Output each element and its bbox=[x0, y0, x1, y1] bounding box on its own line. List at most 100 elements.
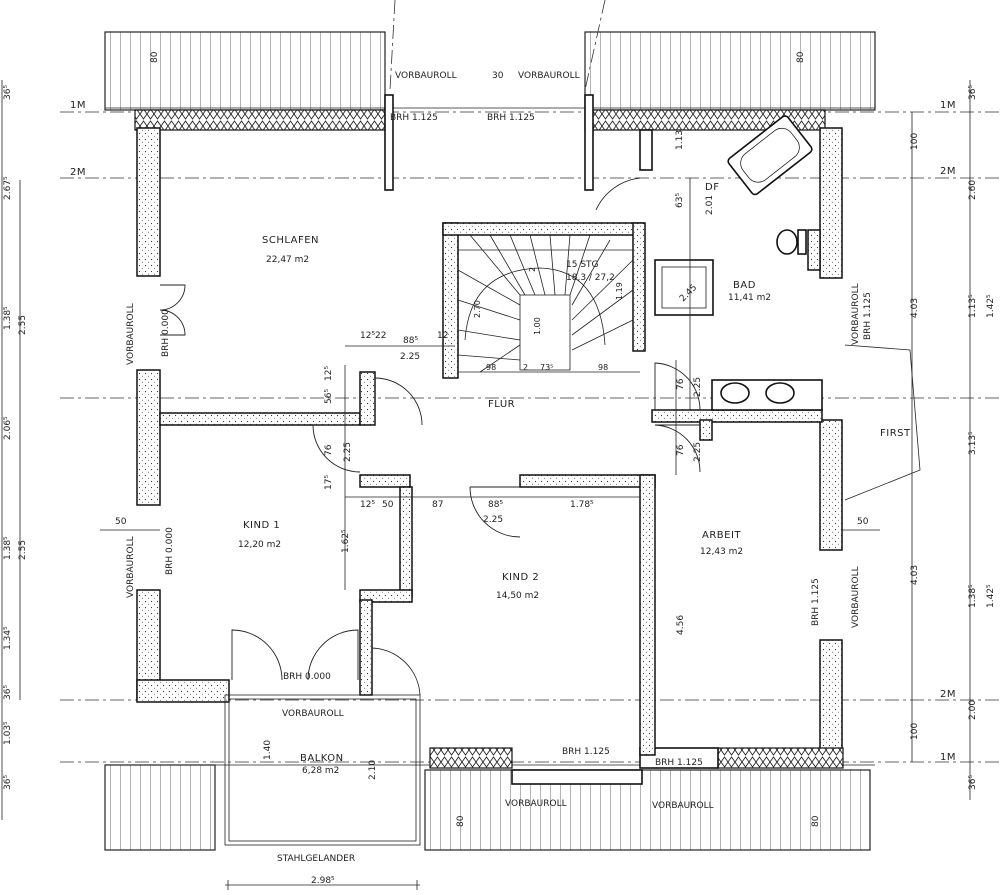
dim-138-left-upper: 1.38⁵ bbox=[3, 306, 13, 330]
dim-30-top: 30 bbox=[492, 71, 504, 81]
dim-87: 87 bbox=[432, 500, 443, 510]
exterior-walls bbox=[134, 109, 844, 785]
wall-bad-right-stub bbox=[807, 229, 821, 271]
dim-456: 4.56 bbox=[676, 615, 686, 635]
dim-stair-73: 73⁵ bbox=[540, 363, 553, 372]
dim-225-kind2: 2.25 bbox=[483, 515, 503, 525]
vorbauroll-bottom-mid: VORBAUROLL bbox=[505, 799, 567, 809]
dim-200: 2.00 bbox=[968, 700, 978, 720]
dim-stair-98a: 98 bbox=[486, 363, 496, 372]
wall-left-upper bbox=[136, 127, 161, 277]
dim-36-right-top: 36⁵ bbox=[968, 85, 978, 100]
wall-bottom-mid bbox=[429, 747, 513, 769]
stair-ratio: 18,3 / 27,2 bbox=[566, 273, 615, 283]
window-sill-bottom bbox=[511, 769, 643, 785]
door-schlafen bbox=[374, 377, 423, 426]
dim-134-left: 1.34⁵ bbox=[3, 626, 13, 650]
dim-255-left-upper: 2.55 bbox=[18, 315, 28, 335]
wall-right-upper bbox=[819, 127, 843, 279]
dim-178: 1.78⁵ bbox=[570, 500, 594, 510]
wall-top-left bbox=[134, 109, 386, 131]
room-schlafen-name: SCHLAFEN bbox=[262, 235, 319, 246]
brh-left-lower: BRH 0.000 bbox=[165, 527, 175, 575]
dim-50-flur: 50 bbox=[382, 500, 394, 510]
dimension-lines bbox=[1, 80, 971, 820]
dim-125-flur: 12⁵ bbox=[360, 500, 375, 510]
level-2m-lower: 2M bbox=[940, 689, 956, 700]
dim-88-kind2: 88⁵ bbox=[488, 500, 503, 510]
vorbauroll-top-right: VORBAUROLL bbox=[518, 71, 580, 81]
room-arbeit-name: ARBEIT bbox=[702, 530, 741, 541]
balcony-doors bbox=[231, 629, 359, 681]
vorbauroll-top-left: VORBAUROLL bbox=[395, 71, 457, 81]
bathroom-fixtures bbox=[654, 115, 823, 411]
dim-80-bottom-right: 80 bbox=[811, 815, 821, 827]
vorbauroll-right-lower: VORBAUROLL bbox=[851, 566, 861, 628]
vorbauroll-balcony: VORBAUROLL bbox=[282, 709, 344, 719]
dim-stair-2: 2 bbox=[528, 267, 537, 272]
dim-162: 1.62⁵ bbox=[341, 529, 351, 553]
dim-stair-100: 1.00 bbox=[533, 317, 542, 335]
stahlgelander-label: STAHLGELANDER bbox=[277, 854, 355, 864]
dim-225-right-upper: 2.25 bbox=[693, 377, 703, 397]
dim-12: 12 bbox=[437, 331, 448, 341]
dim-210: 2.10 bbox=[368, 760, 378, 780]
dim-88-schlafen: 88⁵ bbox=[403, 336, 418, 346]
vorbauroll-right-upper: VORBAUROLL bbox=[851, 283, 861, 345]
first-label: FIRST bbox=[880, 428, 911, 439]
wall-flur-left-upper bbox=[359, 371, 376, 426]
wall-window-jamb-left bbox=[384, 94, 394, 191]
stair-steps: 15 STG bbox=[566, 260, 599, 270]
dim-100-right-top: 100 bbox=[910, 133, 920, 150]
room-schlafen-area: 22,47 m2 bbox=[266, 255, 309, 265]
brh-bottom-right: BRH 1.125 bbox=[655, 758, 703, 768]
dim-113-top: 1.13 bbox=[675, 130, 685, 150]
wall-flur-left-lower bbox=[359, 474, 411, 488]
dim-201: 2.01 bbox=[705, 195, 715, 215]
wall-flur-kind2 bbox=[519, 474, 656, 488]
dim-125-vert: 12⁵ bbox=[324, 366, 334, 381]
stair-wall-right bbox=[632, 222, 646, 352]
room-kind2-name: KIND 2 bbox=[502, 572, 539, 583]
room-bad-area: 11,41 m2 bbox=[728, 293, 771, 303]
roof-bottom-right bbox=[424, 769, 871, 851]
wall-bottom-left bbox=[136, 679, 230, 703]
dim-1222: 12⁵22 bbox=[360, 331, 387, 341]
room-labels: SCHLAFEN 22,47 m2 BAD 11,41 m2 FLUR KIND… bbox=[238, 235, 771, 776]
wall-bottom-right bbox=[717, 747, 844, 769]
dim-36-left-mid: 36⁵ bbox=[3, 685, 13, 700]
dim-76-left: 76 bbox=[324, 444, 334, 456]
dim-225-schlafen: 2.25 bbox=[400, 352, 420, 362]
df-label: DF bbox=[705, 182, 719, 193]
brh-balcony: BRH 0.000 bbox=[283, 672, 331, 682]
roof-top-left bbox=[104, 31, 386, 111]
dim-50-right: 50 bbox=[857, 517, 869, 527]
dim-80-top-left: 80 bbox=[150, 51, 160, 63]
dim-36-left-top: 36⁵ bbox=[3, 85, 13, 100]
balcony bbox=[224, 694, 421, 890]
dim-36-right-bottom: 36⁵ bbox=[968, 775, 978, 790]
shower bbox=[654, 259, 714, 316]
wall-right-middle bbox=[819, 419, 843, 551]
brh-right-lower: BRH 1.125 bbox=[811, 578, 821, 626]
dim-403-lower: 4.03 bbox=[910, 565, 920, 585]
dim-175: 17⁵ bbox=[324, 475, 334, 490]
dim-142-right-lower: 1.42⁵ bbox=[986, 584, 996, 608]
door-bad-top bbox=[595, 177, 641, 211]
level-labels: 1M 2M 1M 2M 2M 1M bbox=[70, 100, 956, 763]
dim-140: 1.40 bbox=[263, 740, 273, 760]
interior-walls bbox=[159, 94, 823, 756]
wall-window-jamb-right bbox=[584, 94, 594, 191]
door-kind2 bbox=[469, 486, 521, 538]
dim-142-right-upper: 1.42⁵ bbox=[986, 294, 996, 318]
stair-wall-left bbox=[442, 222, 459, 379]
door-kind1 bbox=[312, 424, 361, 473]
dim-76-right-upper: 76 bbox=[676, 378, 686, 390]
staircase: 15 STG 18,3 / 27,2 2 2.70 1.00 1.19 98 2… bbox=[442, 222, 646, 379]
bathtub bbox=[727, 115, 813, 196]
dim-635: 63⁵ bbox=[675, 193, 685, 208]
level-1m-right: 1M bbox=[940, 100, 956, 111]
dim-225-left: 2.25 bbox=[343, 442, 353, 462]
roof-bottom-left bbox=[104, 764, 216, 851]
